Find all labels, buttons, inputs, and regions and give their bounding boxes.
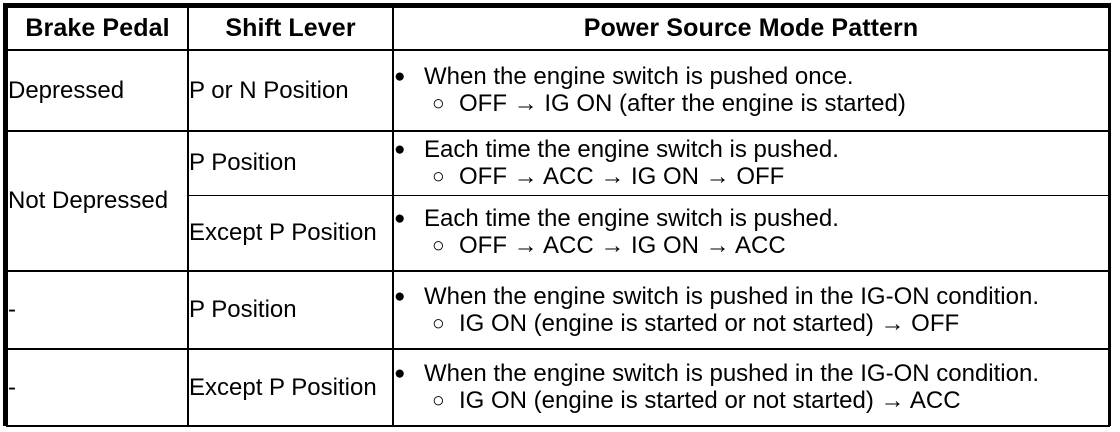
filled-bullet-icon: ● bbox=[394, 66, 406, 87]
cell-shift-lever-p-or-n-position: P or N Position bbox=[187, 49, 394, 132]
bullet-line-primary: ● When the engine switch is pushed in th… bbox=[394, 362, 1108, 386]
table-body: Depressed P or N Position ● When the eng… bbox=[6, 49, 1110, 427]
cell-power-source-mode-pattern: ● When the engine switch is pushed in th… bbox=[392, 270, 1110, 350]
column-header-brake-pedal: Brake Pedal bbox=[6, 6, 189, 51]
bullet-text-secondary: OFF → IG ON (after the engine is started… bbox=[459, 90, 906, 117]
bullet-text-secondary: OFF → ACC → IG ON → OFF bbox=[459, 162, 785, 190]
bullet-line-secondary: ○ OFF → ACC → IG ON → OFF bbox=[432, 162, 1108, 190]
bullet-text-primary: Each time the engine switch is pushed. bbox=[424, 205, 839, 233]
power-source-mode-table: Brake Pedal Shift Lever Power Source Mod… bbox=[6, 6, 1110, 427]
hollow-bullet-icon: ○ bbox=[432, 389, 445, 412]
hollow-bullet-icon: ○ bbox=[432, 234, 445, 258]
cell-brake-pedal-depressed: Depressed bbox=[6, 49, 189, 132]
filled-bullet-icon: ● bbox=[394, 208, 406, 230]
bullet-text-secondary: OFF → ACC → IG ON → ACC bbox=[459, 232, 786, 260]
filled-bullet-icon: ● bbox=[394, 138, 406, 160]
table-row: Depressed P or N Position ● When the eng… bbox=[6, 49, 1110, 132]
cell-shift-lever-except-p-position: Except P Position bbox=[187, 348, 394, 427]
filled-bullet-icon: ● bbox=[394, 363, 406, 384]
column-header-power-source-mode-pattern: Power Source Mode Pattern bbox=[392, 6, 1110, 51]
cell-shift-lever-p-position: P Position bbox=[187, 130, 394, 196]
bullet-text-primary: When the engine switch is pushed once. bbox=[424, 63, 854, 90]
cell-shift-lever-p-position: P Position bbox=[187, 270, 394, 350]
bullet-line-primary: ● Each time the engine switch is pushed. bbox=[394, 207, 1108, 231]
cell-power-source-mode-pattern: ● When the engine switch is pushed once.… bbox=[392, 49, 1110, 132]
cell-brake-pedal-not-depressed: Not Depressed bbox=[6, 130, 189, 272]
bullet-line-primary: ● When the engine switch is pushed once. bbox=[394, 65, 1108, 89]
bullet-text-primary: When the engine switch is pushed in the … bbox=[424, 360, 1039, 387]
bullet-line-secondary: ○ OFF → IG ON (after the engine is start… bbox=[432, 92, 1108, 116]
table-row: Except P Position ● Each time the engine… bbox=[7, 194, 1110, 272]
table-row: Not Depressed P Position ● Each time the… bbox=[6, 130, 1110, 272]
filled-bullet-icon: ● bbox=[394, 285, 406, 307]
hollow-bullet-icon: ○ bbox=[432, 164, 445, 188]
table-row: - P Position ● When the engine switch is… bbox=[6, 270, 1110, 350]
table-header-row: Brake Pedal Shift Lever Power Source Mod… bbox=[6, 6, 1110, 51]
cell-power-source-mode-pattern: ● When the engine switch is pushed in th… bbox=[392, 348, 1110, 427]
cell-power-source-mode-pattern: ● Each time the engine switch is pushed.… bbox=[392, 194, 1110, 272]
power-source-mode-table-container: Brake Pedal Shift Lever Power Source Mod… bbox=[3, 3, 1111, 427]
bullet-line-secondary: ○ IG ON (engine is started or not starte… bbox=[432, 389, 1108, 413]
bullet-text-secondary: IG ON (engine is started or not started)… bbox=[459, 309, 960, 337]
bullet-text-primary: When the engine switch is pushed in the … bbox=[424, 282, 1039, 310]
bullet-line-primary: ● When the engine switch is pushed in th… bbox=[394, 282, 1108, 310]
bullet-text-secondary: IG ON (engine is started or not started)… bbox=[459, 387, 961, 414]
column-header-shift-lever: Shift Lever bbox=[187, 6, 394, 51]
bullet-text-primary: Each time the engine switch is pushed. bbox=[424, 135, 839, 163]
bullet-line-secondary: ○ OFF → ACC → IG ON → ACC bbox=[432, 234, 1108, 258]
cell-brake-pedal-dash: - bbox=[6, 348, 189, 427]
hollow-bullet-icon: ○ bbox=[432, 311, 445, 335]
bullet-line-secondary: ○ IG ON (engine is started or not starte… bbox=[432, 309, 1108, 337]
bullet-line-primary: ● Each time the engine switch is pushed. bbox=[394, 135, 1108, 163]
hollow-bullet-icon: ○ bbox=[432, 92, 445, 115]
cell-brake-pedal-dash: - bbox=[6, 270, 189, 350]
cell-shift-lever-except-p-position: Except P Position bbox=[187, 194, 394, 272]
table-header: Brake Pedal Shift Lever Power Source Mod… bbox=[6, 6, 1110, 51]
cell-power-source-mode-pattern: ● Each time the engine switch is pushed.… bbox=[392, 130, 1110, 196]
table-row: - Except P Position ● When the engine sw… bbox=[6, 348, 1110, 427]
